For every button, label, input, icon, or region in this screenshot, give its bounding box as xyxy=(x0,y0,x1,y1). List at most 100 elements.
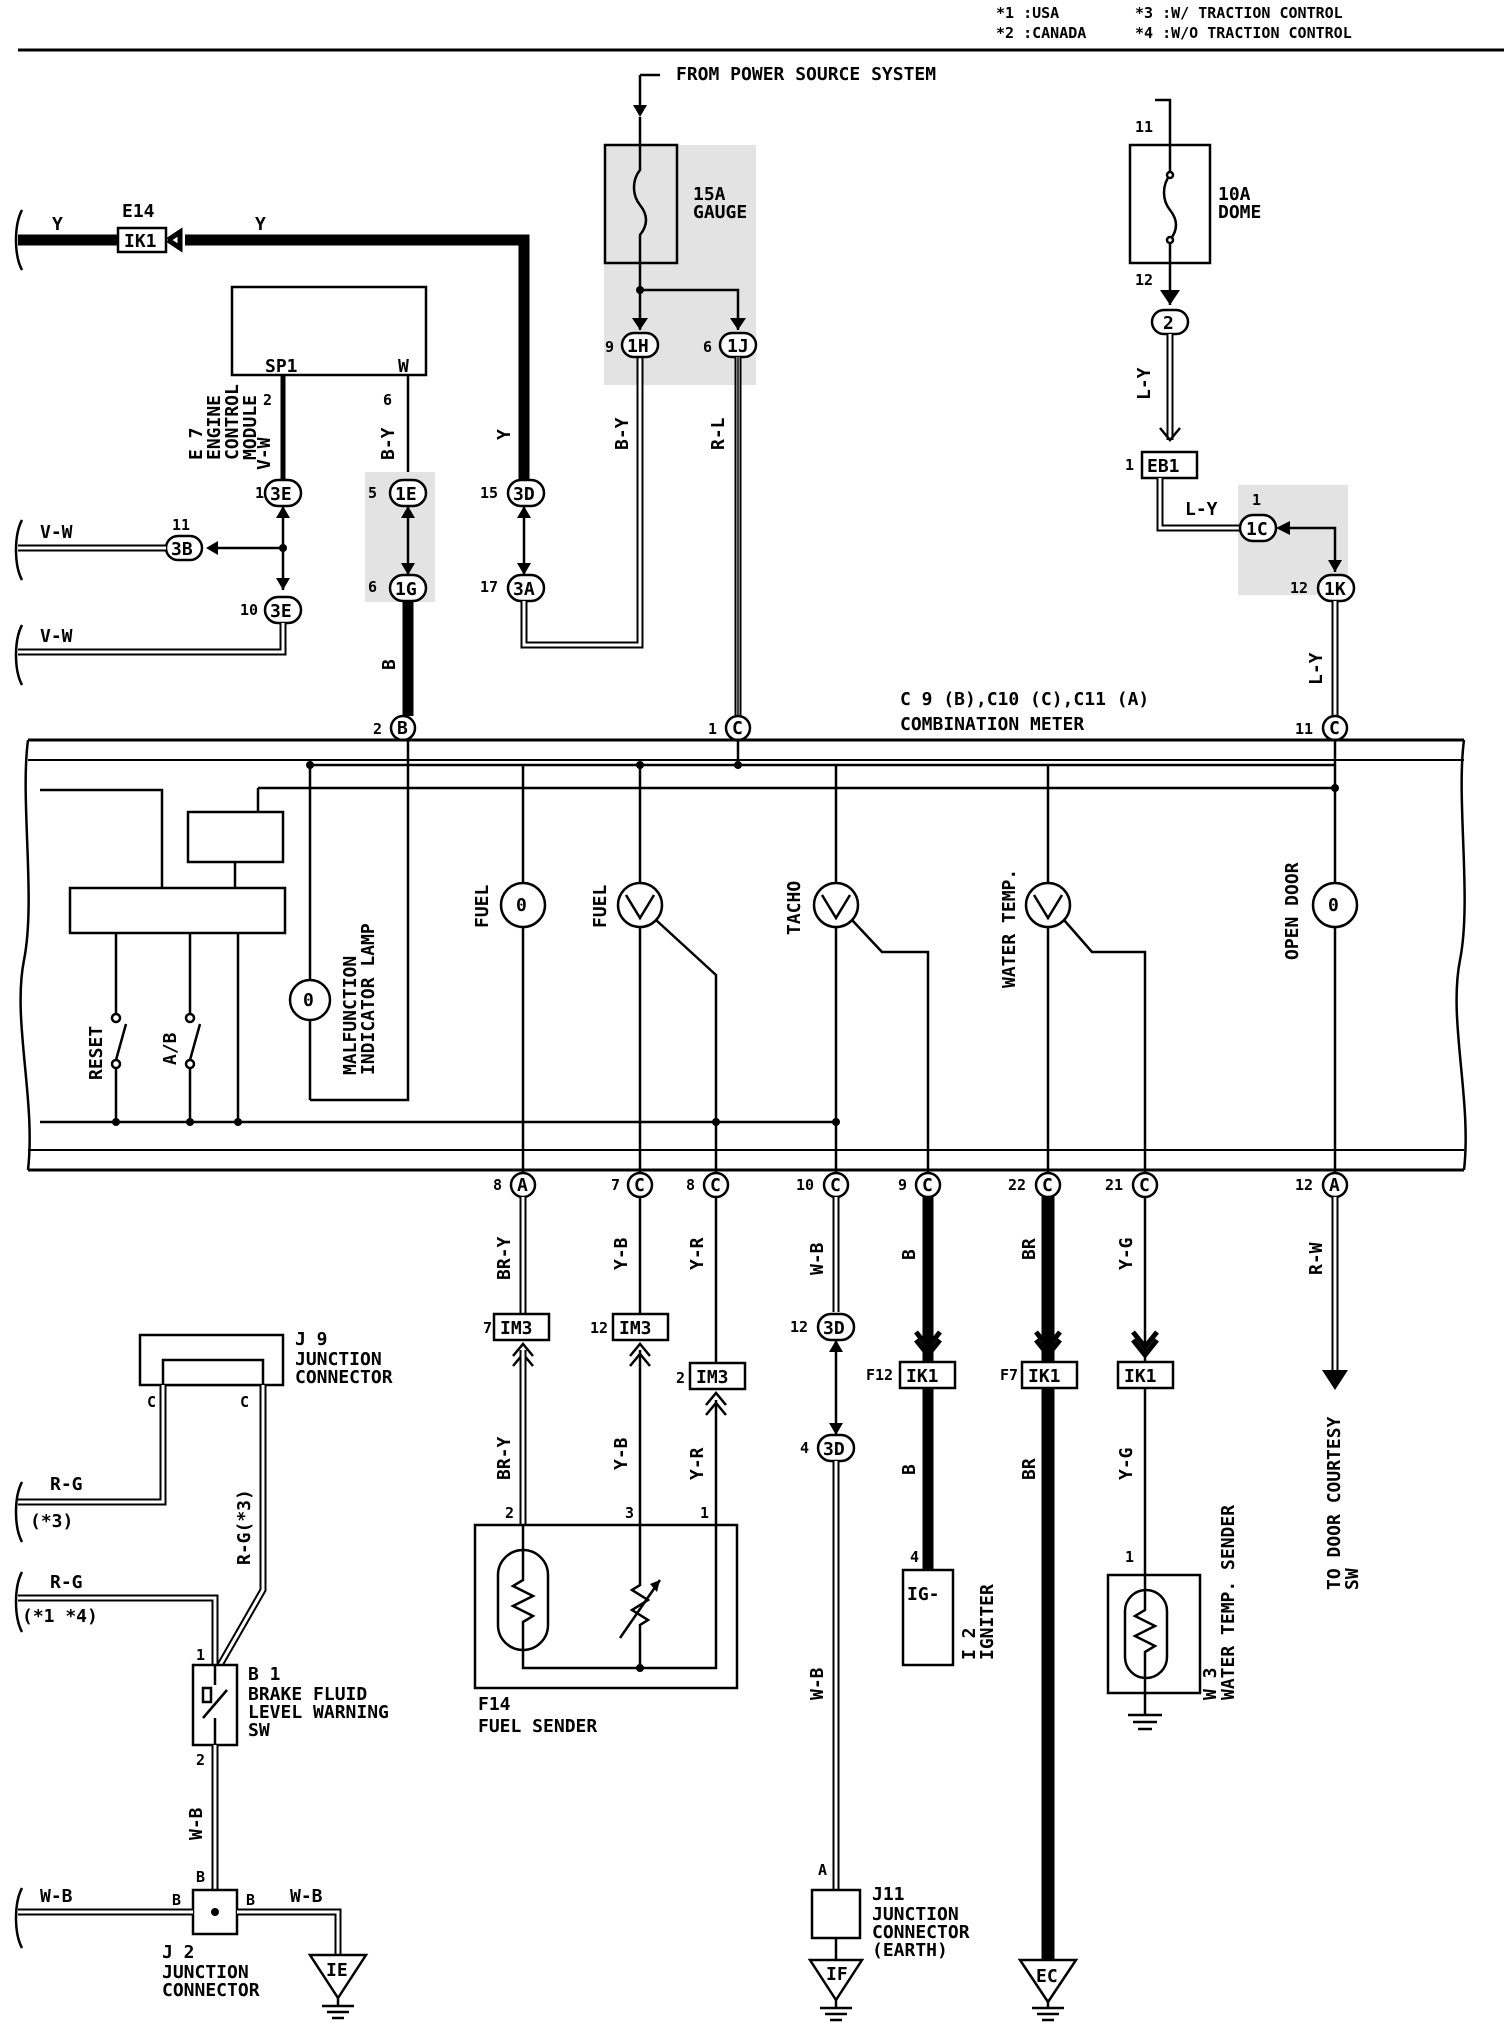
pin-21c: 21 xyxy=(1105,1176,1123,1194)
wire-vw-3b: V-W xyxy=(40,522,73,543)
3b-pin-11: 11 xyxy=(172,516,190,534)
meter-ab-label: A/B xyxy=(160,1032,181,1065)
connector-im3-12: IM3 xyxy=(619,1318,652,1339)
eb1-pin: 1 xyxy=(1125,456,1134,474)
meter-pin-1: 1 xyxy=(708,720,717,738)
igniter-wiring: B F12 IK1 B 4 IG- I 2 IGNITER xyxy=(866,1197,998,1667)
igniter-id: I 2 xyxy=(959,1627,980,1660)
wire-vw-ecm: V-W xyxy=(254,437,275,470)
malfunction-lamp-symbol: 0 xyxy=(303,990,314,1011)
sender-pin-3: 3 xyxy=(625,1504,634,1522)
wire-y-top: Y xyxy=(255,214,266,235)
j11-pin-a: A xyxy=(818,1861,827,1879)
ly-route: L-Y 1C 1 12 1K L-Y 11 C xyxy=(1156,478,1356,742)
legend: *1 :USA *2 :CANADA *3 :W/ TRACTION CONTR… xyxy=(996,4,1352,42)
dome-fuse-name: DOME xyxy=(1218,202,1261,223)
meter-pin-11: 11 xyxy=(1295,720,1313,738)
connector-ik1-f7: IK1 xyxy=(1028,1366,1061,1387)
wire-rl: R-L xyxy=(708,417,729,450)
wire-wb-j11: W-B xyxy=(807,1667,828,1700)
meter-c11a-8: A xyxy=(517,1175,528,1196)
gauge-fuse-amp: 15A xyxy=(693,184,726,205)
open-door-label: OPEN DOOR xyxy=(1282,862,1303,960)
wire-b-meter: B xyxy=(379,659,400,670)
3e-pin-10: 10 xyxy=(240,601,258,619)
w3-pin-1: 1 xyxy=(1125,1548,1134,1566)
tacho-label: TACHO xyxy=(784,881,805,935)
pin-12a: 12 xyxy=(1295,1176,1313,1194)
note-3: (*3) xyxy=(30,1511,73,1532)
fuel-sender-id: F14 xyxy=(478,1694,511,1715)
igniter-pin-4: 4 xyxy=(910,1548,919,1566)
water-temp-label: WATER TEMP. xyxy=(999,869,1020,988)
ecm-id: E 7 xyxy=(186,427,207,460)
connector-1e: 1E xyxy=(395,484,417,505)
br-ground-wiring: BR F7 IK1 BR EC xyxy=(1000,1197,1079,2022)
meter-c10c-10: C xyxy=(830,1175,841,1196)
dome-fuse-amp: 10A xyxy=(1218,184,1251,205)
legend-canada: *2 :CANADA xyxy=(996,24,1086,42)
b-y-route: 5 1E 6 1G B 2 B xyxy=(365,472,435,742)
door-courtesy-2: SW xyxy=(1342,1568,1363,1590)
legend-with-traction: *3 :W/ TRACTION CONTROL xyxy=(1135,4,1343,22)
j2-name-2: CONNECTOR xyxy=(162,1980,260,2001)
igniter-pin-label: IG- xyxy=(907,1584,940,1605)
meter-c10c-7: C xyxy=(634,1175,645,1196)
wire-rg-top: R-G xyxy=(50,1474,83,1495)
wire-yg-top: Y-G xyxy=(1116,1237,1137,1270)
meter-name: COMBINATION METER xyxy=(900,714,1084,735)
wire-bry-bottom: BR-Y xyxy=(494,1436,515,1480)
pin-7c: 7 xyxy=(611,1176,620,1194)
legend-usa: *1 :USA xyxy=(996,4,1059,22)
dome-fuse: 11 10A DOME 12 2 L-Y 1 EB1 xyxy=(1125,98,1261,480)
wire-br-bottom: BR xyxy=(1019,1458,1040,1480)
j11-id: J11 xyxy=(872,1884,905,1905)
power-source: FROM POWER SOURCE SYSTEM xyxy=(633,64,936,117)
wire-rw: R-W xyxy=(1306,1242,1327,1275)
wire-yb-bottom: Y-B xyxy=(611,1437,632,1470)
b1-name-1: BRAKE FLUID xyxy=(248,1684,367,1705)
ecm-name-2: CONTROL xyxy=(222,384,243,460)
dome-pin-bottom: 12 xyxy=(1135,271,1153,289)
wire-b-igniter-top: B xyxy=(899,1249,920,1260)
connector-im3-2: IM3 xyxy=(696,1367,729,1388)
j9-id: J 9 xyxy=(295,1329,328,1350)
j9-pin-c-left: C xyxy=(147,1393,156,1411)
wire-yr-bottom: Y-R xyxy=(687,1447,708,1480)
j9-name-1: JUNCTION xyxy=(295,1349,382,1370)
fuel-gauge-label: FUEL xyxy=(590,884,611,928)
meter-reset-label: RESET xyxy=(86,1026,107,1080)
combination-meter: C 9 (B),C10 (C),C11 (A) COMBINATION METE… xyxy=(19,689,1467,1180)
j2-pin-b-top: B xyxy=(196,1868,205,1886)
b1-name-3: SW xyxy=(248,1720,270,1741)
engine-control-module: SP1 W E 7 ENGINE CONTROL MODULE 2 6 V-W … xyxy=(186,285,428,480)
connector-3d-15: 3D xyxy=(513,484,535,505)
w3-name: WATER TEMP. SENDER xyxy=(1218,1505,1239,1700)
ik1-pin-f7: F7 xyxy=(1000,1366,1018,1384)
ecm-name-1: ENGINE xyxy=(204,395,225,460)
wire-bry-top: BR-Y xyxy=(494,1236,515,1280)
malfunction-label-1: MALFUNCTION xyxy=(340,956,361,1075)
wire-rg3: R-G(*3) xyxy=(234,1489,255,1565)
connector-1j: 1J xyxy=(727,336,749,357)
gauge-outputs: 9 1H 6 1J B-Y R-L 1 C xyxy=(605,318,758,742)
meter-c10c-8: C xyxy=(710,1175,721,1196)
fuel-lamp-label: FUEL xyxy=(472,884,493,928)
note-1-4: (*1 *4) xyxy=(22,1606,98,1627)
wire-ly-lower: L-Y xyxy=(1306,652,1327,685)
wire-by-gauge: B-Y xyxy=(612,417,633,450)
ecm-pin-6: 6 xyxy=(383,391,392,409)
fuel-sender-name: FUEL SENDER xyxy=(478,1716,597,1737)
meter-c11a-12: A xyxy=(1329,1175,1340,1196)
ecm-pin-2: 2 xyxy=(263,391,272,409)
j2-name-1: JUNCTION xyxy=(162,1962,249,1983)
door-courtesy-wiring: R-W TO DOOR COURTESY SW xyxy=(1306,1197,1363,1590)
gauge-fuse: 15A GAUGE xyxy=(603,117,756,385)
j2-pin-b-left: B xyxy=(172,1891,181,1909)
sender-pin-2: 2 xyxy=(505,1504,514,1522)
1k-pin: 12 xyxy=(1290,579,1308,597)
connector-3a: 3A xyxy=(513,579,535,600)
1g-pin: 6 xyxy=(368,578,377,596)
wire-vw-3e: V-W xyxy=(40,626,73,647)
